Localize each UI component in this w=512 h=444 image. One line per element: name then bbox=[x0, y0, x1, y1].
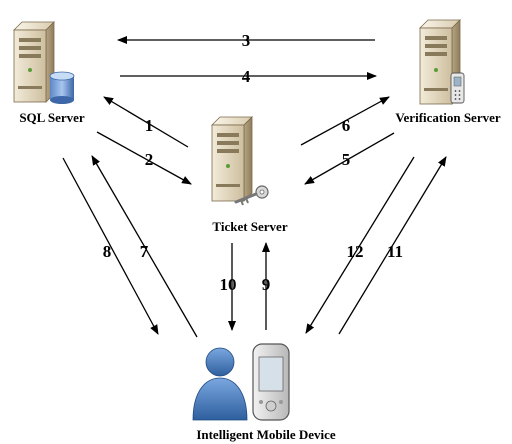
arrow-8 bbox=[62, 157, 159, 335]
ticket-server-icon bbox=[211, 116, 269, 206]
arrow-12 bbox=[305, 156, 415, 334]
arrow-5 bbox=[304, 132, 395, 185]
edge-label-8: 8 bbox=[103, 242, 112, 261]
cellphone-icon bbox=[450, 72, 465, 104]
user-icon bbox=[192, 347, 248, 421]
edge-label-10: 10 bbox=[220, 275, 237, 294]
edge-label-6: 6 bbox=[342, 116, 351, 135]
edge-label-11: 11 bbox=[387, 242, 403, 261]
edge-label-2: 2 bbox=[145, 150, 154, 169]
arrow-11 bbox=[338, 156, 447, 335]
sql-server-label: SQL Server bbox=[19, 110, 85, 125]
edge-label-3: 3 bbox=[242, 31, 251, 50]
edge-label-5: 5 bbox=[342, 150, 351, 169]
ticket-server-label: Ticket Server bbox=[212, 219, 287, 234]
arrow-2 bbox=[96, 131, 192, 185]
database-icon bbox=[49, 71, 75, 104]
arrow-1 bbox=[103, 96, 189, 148]
key-icon bbox=[234, 185, 269, 206]
edge-label-4: 4 bbox=[242, 67, 251, 86]
edge-label-1: 1 bbox=[145, 116, 154, 135]
mobile-device-label: Intelligent Mobile Device bbox=[196, 427, 336, 442]
edge-label-9: 9 bbox=[262, 275, 271, 294]
sql-server-icon bbox=[13, 21, 75, 104]
edge-label-12: 12 bbox=[347, 242, 364, 261]
edge-label-7: 7 bbox=[140, 242, 149, 261]
arrow-6 bbox=[300, 96, 390, 146]
arrows bbox=[62, 36, 447, 338]
pda-icon bbox=[252, 343, 290, 421]
verification-server-label: Verification Server bbox=[395, 110, 501, 125]
arrow-7 bbox=[91, 155, 198, 338]
mobile-device-icon bbox=[192, 343, 290, 421]
verification-server-icon bbox=[419, 19, 465, 105]
